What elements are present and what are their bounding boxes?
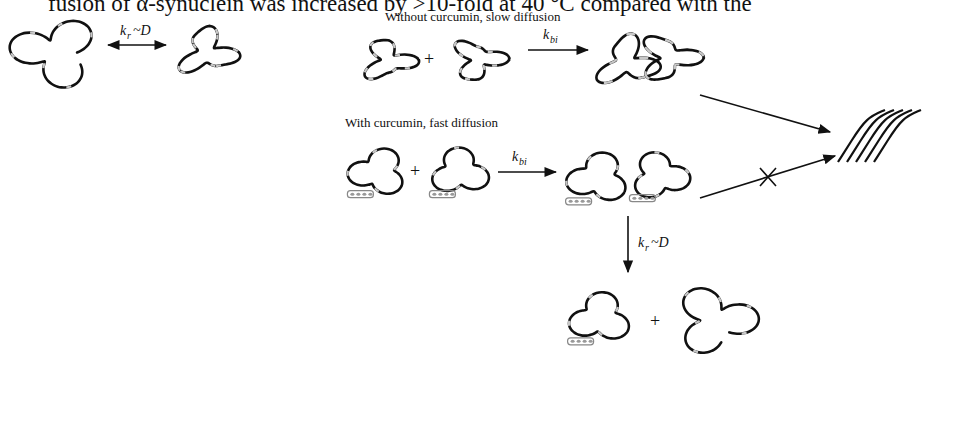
curcumin-bound-protein-segment bbox=[566, 153, 625, 200]
compact-protein bbox=[179, 26, 241, 72]
rate-symbol: k bbox=[120, 24, 126, 38]
blocked-mark bbox=[760, 168, 776, 186]
reaction-arrow bbox=[627, 216, 629, 272]
curcumin-bound-protein bbox=[348, 149, 403, 194]
reaction-arrow bbox=[700, 95, 830, 132]
compact-protein bbox=[596, 34, 660, 83]
curcumin-bound-protein bbox=[566, 153, 625, 200]
unfolded-protein bbox=[10, 21, 92, 88]
plus-sign: + bbox=[410, 162, 420, 180]
rate-subscript: r bbox=[127, 31, 131, 41]
rate-symbol: ~D bbox=[651, 236, 669, 250]
rate-subscript: bi bbox=[519, 157, 527, 167]
reaction-arrow bbox=[528, 49, 588, 51]
curcumin-bound-protein-segment bbox=[569, 292, 629, 338]
rate-symbol: k bbox=[638, 236, 644, 250]
compact-protein-segment bbox=[455, 41, 510, 80]
unfolded-protein-segment bbox=[10, 21, 92, 88]
compact-protein bbox=[644, 36, 704, 79]
curcumin-bound-protein-segment bbox=[635, 152, 690, 197]
plus-sign: + bbox=[650, 312, 660, 330]
curcumin-bound-protein bbox=[569, 292, 629, 338]
unfolded-protein bbox=[683, 288, 759, 352]
compact-protein-segment bbox=[365, 40, 420, 79]
plus-sign: + bbox=[424, 50, 434, 68]
curcumin-molecule bbox=[568, 338, 594, 345]
rate-symbol: k bbox=[543, 28, 549, 42]
curcumin-molecule bbox=[429, 191, 455, 198]
curcumin-molecule bbox=[566, 198, 592, 205]
curcumin-bound-protein bbox=[635, 152, 690, 197]
compact-protein bbox=[455, 41, 510, 80]
reaction-arrow bbox=[108, 44, 166, 46]
rate-subscript: bi bbox=[550, 35, 558, 45]
rate-symbol: ~D bbox=[133, 24, 151, 38]
condition-heading: Without curcumin, slow diffusion bbox=[385, 10, 560, 23]
rate-subscript: r bbox=[645, 243, 649, 253]
compact-protein-segment bbox=[644, 36, 704, 79]
rate-symbol: k bbox=[512, 150, 518, 164]
reaction-arrow bbox=[498, 171, 556, 173]
curcumin-molecule bbox=[347, 191, 373, 198]
unfolded-protein-segment bbox=[683, 288, 759, 352]
compact-protein-segment bbox=[596, 34, 660, 83]
curcumin-molecule bbox=[629, 195, 655, 202]
reaction-arrow bbox=[700, 156, 835, 198]
compact-protein-segment bbox=[179, 26, 241, 72]
fibril bbox=[874, 110, 921, 162]
condition-heading: With curcumin, fast diffusion bbox=[345, 116, 498, 129]
curcumin-bound-protein-segment bbox=[348, 149, 403, 194]
compact-protein bbox=[365, 40, 420, 79]
curcumin-bound-protein bbox=[432, 148, 489, 191]
curcumin-bound-protein-segment bbox=[432, 148, 489, 191]
